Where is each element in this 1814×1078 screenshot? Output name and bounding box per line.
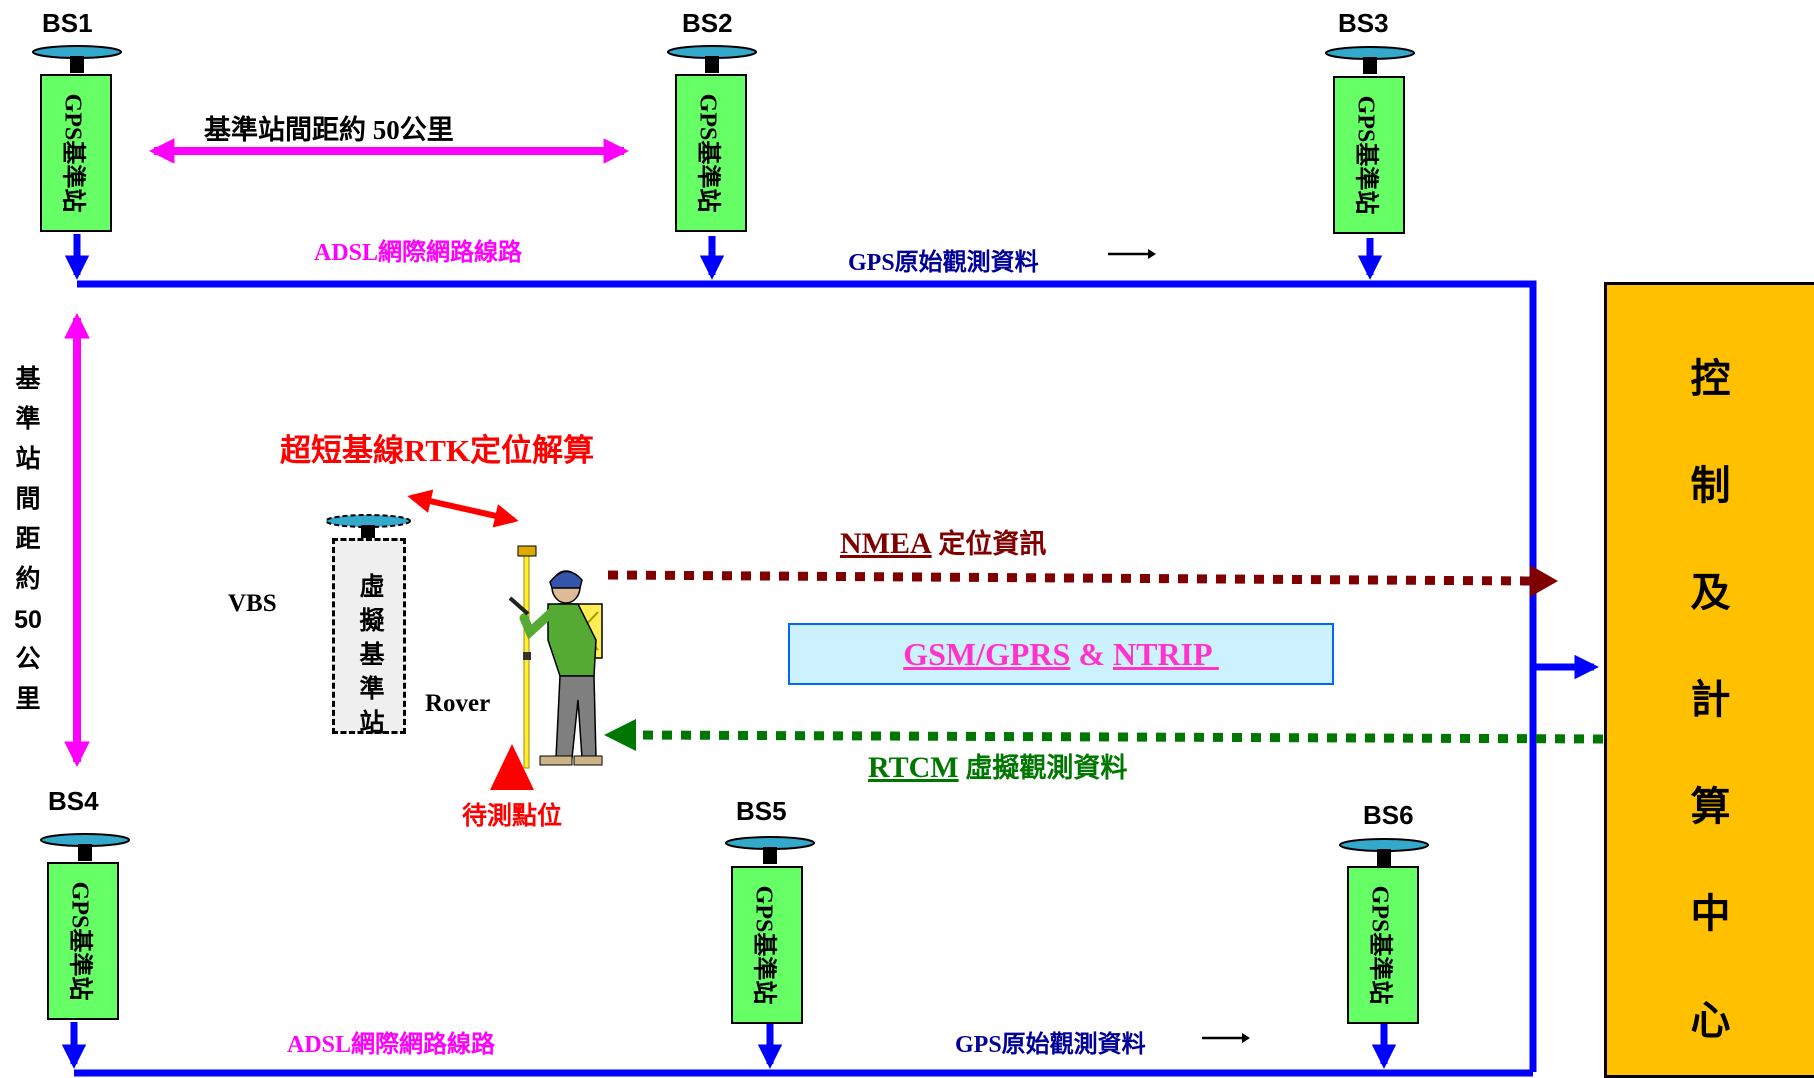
bs4-antenna [40, 833, 130, 861]
gsm-text: GSM/GPRS [903, 636, 1071, 672]
bs5-station-text: GPS基準站 [750, 885, 777, 1005]
virtual-station-char: 擬 [359, 608, 385, 635]
bs3-station: GPS基準站 [1333, 76, 1405, 234]
rtcm-dotted-arrow [635, 730, 1604, 744]
top-network-line [77, 280, 1537, 1072]
vertical-spacing-char: 間 [15, 486, 41, 513]
bs2-station-text: GPS基準站 [694, 93, 721, 213]
bs4-label: BS4 [48, 786, 99, 816]
bs3-antenna [1325, 46, 1415, 74]
adsl-bottom-label: ADSL網際網路線路 [287, 1032, 496, 1058]
rtk-title: 超短基線RTK定位解算 [280, 433, 595, 468]
bs5-label: BS5 [736, 796, 787, 826]
bs4-station: GPS基準站 [47, 862, 119, 1020]
bs3-label: BS3 [1338, 8, 1389, 38]
bs6-station-text: GPS基準站 [1366, 885, 1393, 1005]
control-center-char: 計 [1690, 677, 1731, 722]
vertical-spacing-label: 基 準 站 間 距 約 50 公 里 [8, 360, 48, 720]
bs6-station: GPS基準站 [1347, 866, 1419, 1024]
control-center-char: 制 [1690, 463, 1731, 508]
gps-raw-bottom-label: GPS原始觀測資料 [955, 1032, 1146, 1058]
vbs-antenna [325, 514, 411, 540]
vertical-spacing-char: 里 [15, 686, 41, 713]
target-point-triangle [490, 744, 534, 790]
bs4-station-text: GPS基準站 [66, 881, 93, 1001]
bs1-label: BS1 [42, 8, 93, 38]
vertical-spacing-char: 距 [15, 526, 41, 553]
virtual-station-text: 虛 擬 基 準 站 [352, 571, 392, 741]
bs2-station: GPS基準站 [675, 74, 747, 232]
vertical-spacing-char: 基 [15, 366, 41, 393]
control-center: 控 制 及 計 算 中 心 [1604, 282, 1814, 1078]
control-center-char: 算 [1690, 784, 1731, 829]
target-point-label: 待測點位 [462, 803, 563, 830]
nmea-tail: 定位資訊 [931, 529, 1047, 559]
bs2-label: BS2 [682, 8, 733, 38]
bs6-antenna [1339, 838, 1429, 866]
ntrip-text: NTRIP [1112, 636, 1219, 672]
gps-raw-top-label: GPS原始觀測資料 [848, 250, 1039, 276]
gps-raw-top-arrowhead [1148, 249, 1156, 259]
nmea-dotted-arrow [607, 570, 1531, 586]
vertical-spacing-char: 站 [15, 446, 41, 473]
network-lines [74, 280, 1537, 1077]
station-antennas [32, 45, 1429, 866]
control-center-text: 控 制 及 計 算 中 心 [1607, 325, 1814, 1074]
adsl-top-label: ADSL網際網路線路 [314, 240, 523, 266]
bs1-antenna [32, 45, 122, 73]
virtual-station-char: 虛 [359, 574, 385, 601]
control-center-char: 中 [1690, 891, 1731, 936]
gsm-ntrip-box: GSM/GPRS & NTRIP [788, 623, 1334, 685]
vertical-spacing-char: 約 [15, 566, 41, 593]
bs5-antenna [725, 836, 815, 864]
virtual-station-char: 基 [359, 642, 385, 669]
nmea-arrowhead [1530, 565, 1558, 597]
bs1-station: GPS基準站 [40, 74, 112, 232]
bs2-antenna [667, 45, 757, 73]
vertical-spacing-char: 公 [15, 646, 41, 673]
nmea-head: NMEA [840, 527, 932, 560]
nmea-label: NMEA 定位資訊 [840, 522, 1046, 561]
rtk-baseline-arrow [407, 489, 519, 528]
rtcm-label: RTCM 虛擬觀測資料 [868, 746, 1127, 785]
control-center-char: 及 [1690, 570, 1731, 615]
virtual-station-char: 準 [359, 676, 385, 703]
vertical-spacing-char: 50 [14, 606, 42, 634]
rtcm-arrowhead [604, 719, 636, 751]
control-center-char: 心 [1690, 998, 1731, 1043]
bs5-station: GPS基準站 [731, 866, 803, 1024]
bs1-station-text: GPS基準站 [59, 93, 86, 213]
vertical-spacing-char: 準 [15, 406, 41, 433]
horizontal-spacing-label: 基準站間距約 50公里 [204, 115, 454, 145]
gps-raw-bottom-arrowhead [1242, 1033, 1250, 1043]
rover-surveyor-figure [508, 545, 603, 769]
rtcm-head: RTCM [868, 751, 959, 784]
bs3-station-text: GPS基準站 [1352, 95, 1379, 215]
rover-label: Rover [425, 690, 491, 717]
virtual-station-char: 站 [359, 710, 385, 737]
vbs-label: VBS [228, 590, 277, 617]
control-center-char: 控 [1690, 356, 1731, 401]
bs6-label: BS6 [1363, 800, 1414, 830]
gsm-amp: & [1070, 636, 1113, 672]
virtual-base-station: 虛 擬 基 準 站 [332, 538, 406, 737]
rtcm-tail: 虛擬觀測資料 [958, 753, 1128, 783]
